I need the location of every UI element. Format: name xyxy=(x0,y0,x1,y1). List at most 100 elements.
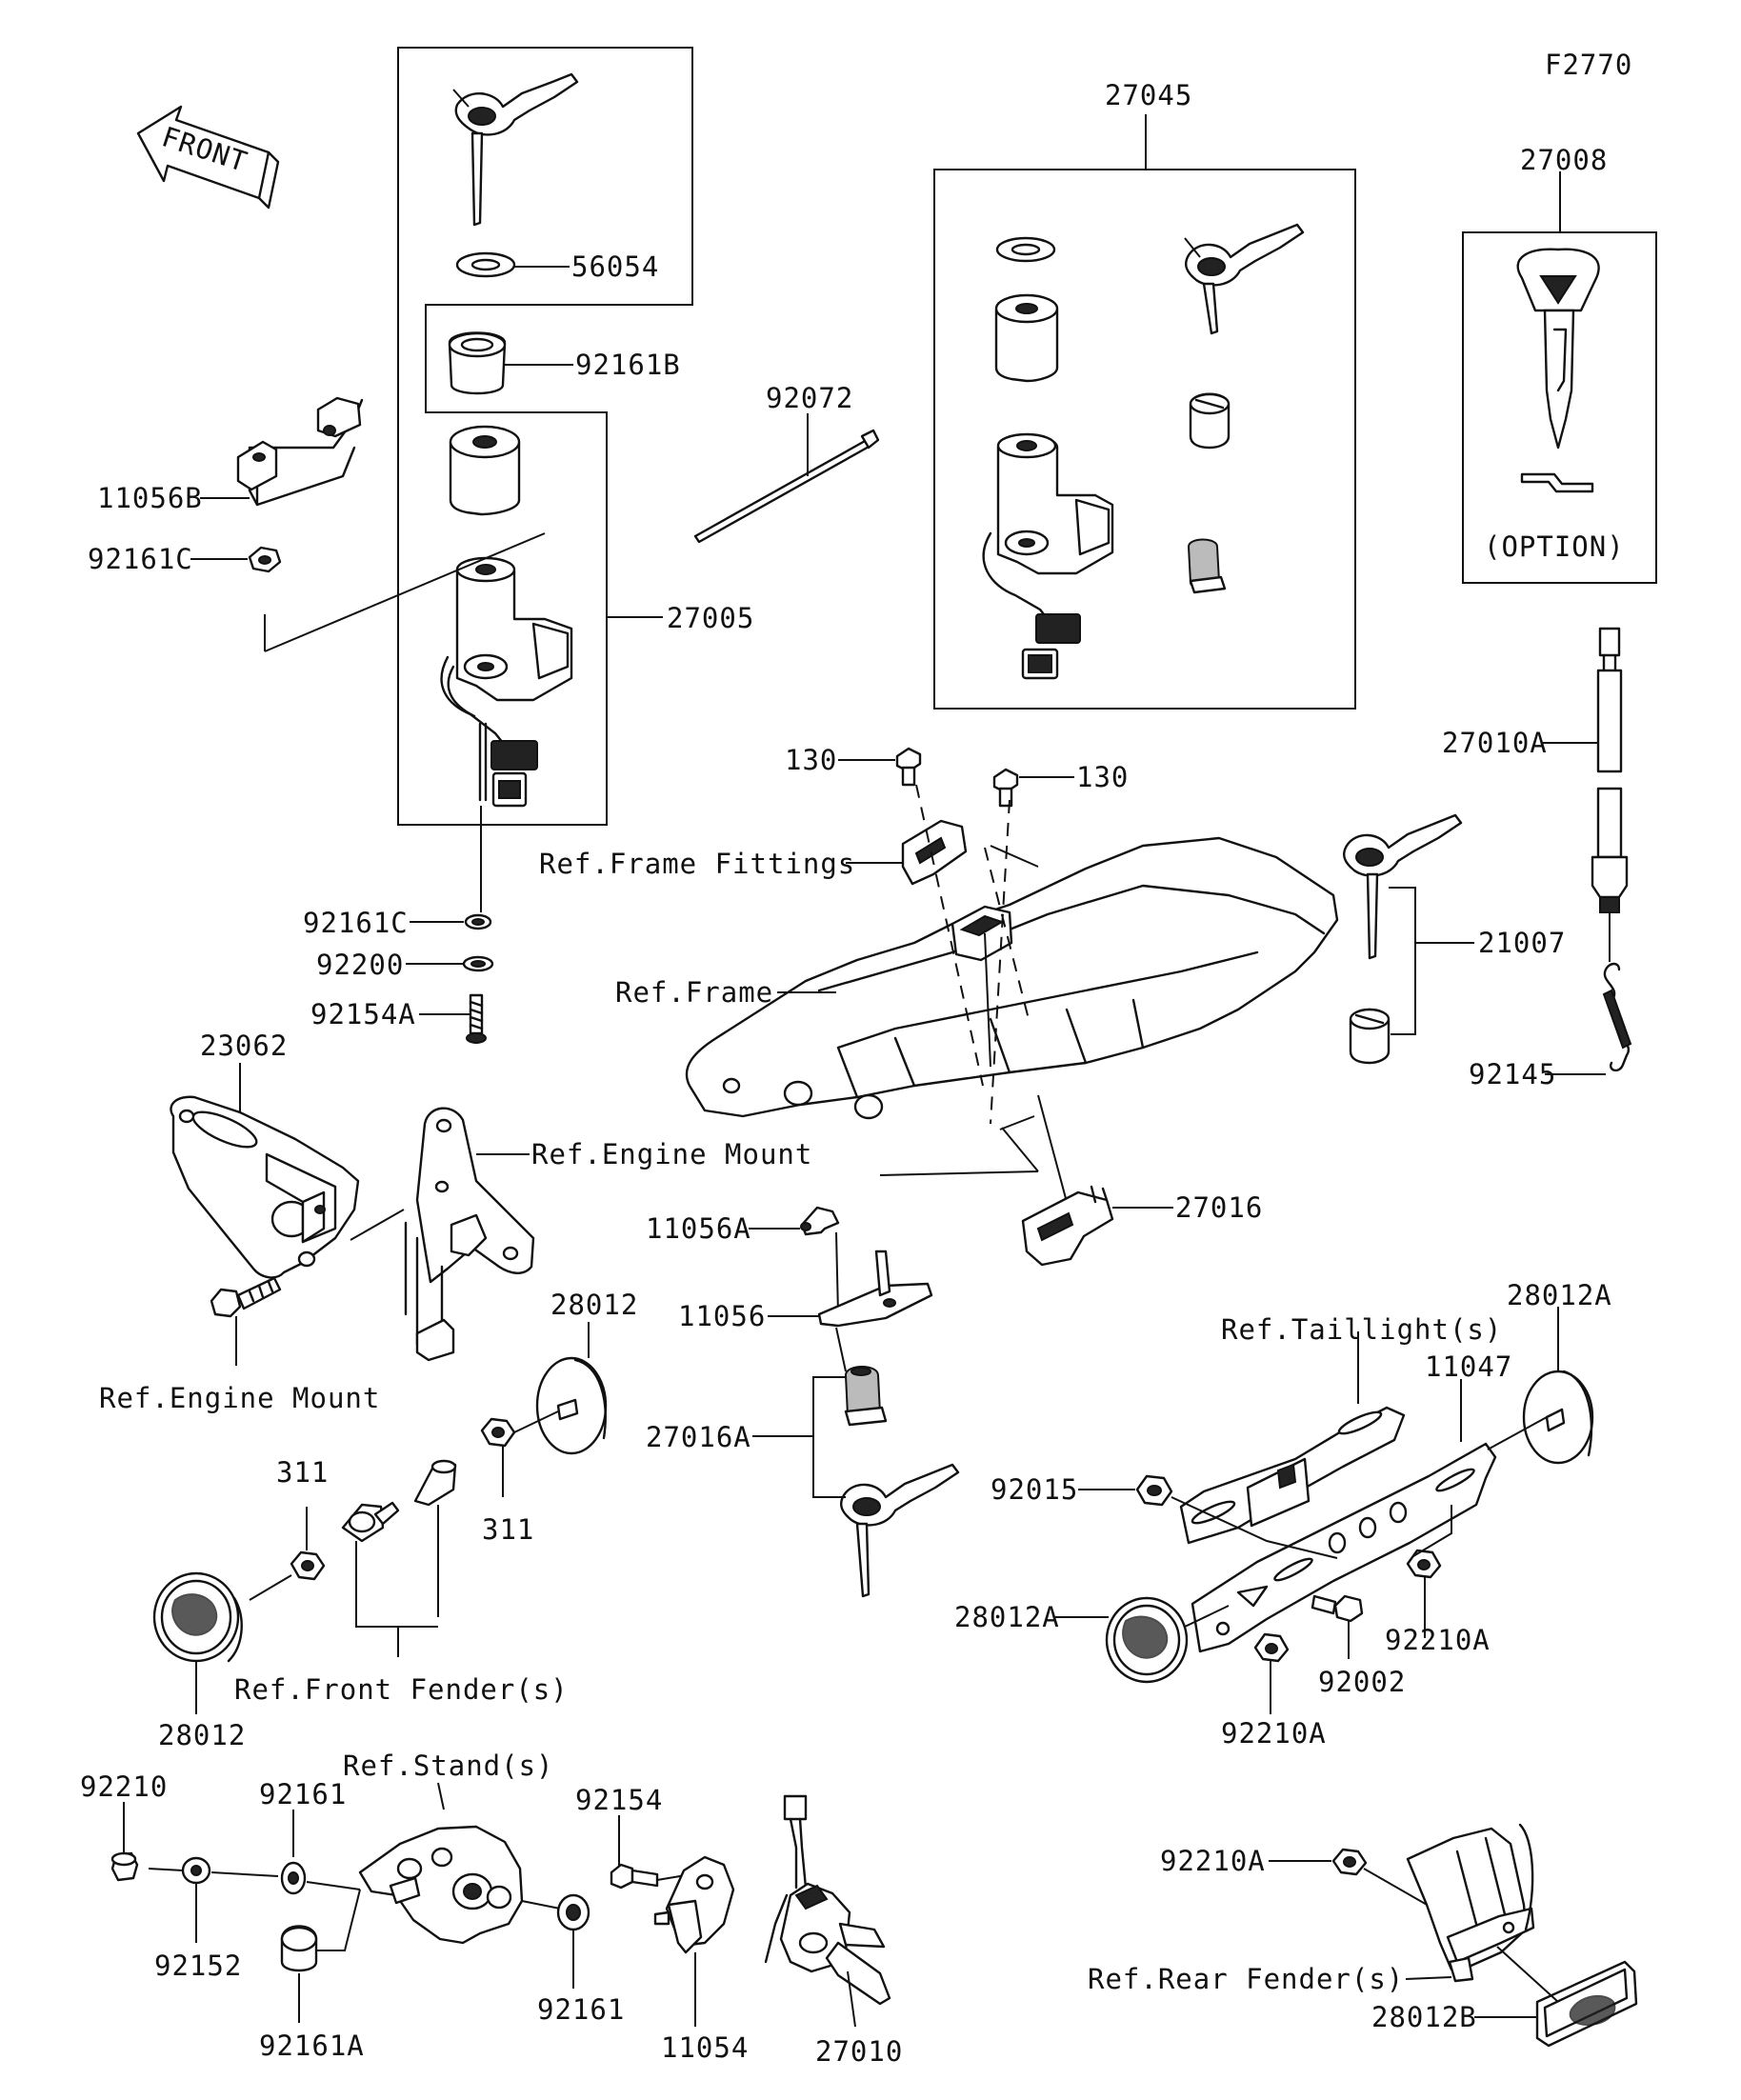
lock-27016a-icon xyxy=(844,1366,888,1427)
label-92210A-mid: 92210A xyxy=(1385,1624,1491,1656)
sensor-27010a-icon xyxy=(1591,627,1629,962)
frame-fitting-icon xyxy=(901,819,968,886)
label-92210: 92210 xyxy=(80,1770,168,1803)
label-311-left: 311 xyxy=(276,1456,329,1489)
engine-mount-icon xyxy=(404,1107,535,1362)
rear-fender-icon xyxy=(1406,1823,1535,1983)
frame-icon xyxy=(685,836,1339,1120)
bracket-23062-icon xyxy=(170,1095,360,1279)
label-92210A-rear: 92210A xyxy=(1160,1845,1266,1877)
label-92161C-bottom: 92161C xyxy=(303,907,409,939)
reflector-28012a-right-icon xyxy=(1522,1370,1594,1465)
reflector-28012-bottom-icon xyxy=(152,1571,243,1663)
washer-92161-right-icon xyxy=(556,1893,590,1931)
bracket-27016-icon xyxy=(1021,1185,1114,1267)
ref-rear-fenders: Ref.Rear Fender(s) xyxy=(1088,1963,1404,1995)
lock-cylinder-cap-icon xyxy=(449,425,521,516)
washer-92200-icon xyxy=(462,955,494,972)
option-label: (OPTION) xyxy=(1484,530,1625,563)
bolt-engine-mount-icon xyxy=(210,1276,282,1318)
washer-56054-icon xyxy=(455,251,516,278)
ref-engine-mount-upper: Ref.Engine Mount xyxy=(531,1138,812,1170)
cap-92161a-icon xyxy=(280,1925,318,1972)
label-27010A: 27010A xyxy=(1442,727,1548,759)
label-92161A: 92161A xyxy=(259,2030,365,2062)
ref-front-fenders: Ref.Front Fender(s) xyxy=(234,1673,569,1706)
nut-311-left-icon xyxy=(290,1550,326,1581)
label-11056B: 11056B xyxy=(97,482,203,514)
label-130-left: 130 xyxy=(785,744,837,776)
label-28012B: 28012B xyxy=(1371,2001,1477,2033)
key-21007-icon xyxy=(1343,813,1463,1065)
label-27005: 27005 xyxy=(667,602,754,634)
option-key-icon xyxy=(1516,248,1600,493)
label-92015: 92015 xyxy=(991,1473,1078,1506)
label-11056: 11056 xyxy=(678,1300,766,1332)
washer-92161c-top-icon xyxy=(248,546,282,573)
reflector-28012a-left-icon xyxy=(1105,1596,1189,1684)
label-27045: 27045 xyxy=(1105,79,1192,111)
label-92200: 92200 xyxy=(316,949,404,981)
label-92152: 92152 xyxy=(154,1950,242,1982)
kit-27045-parts-icon xyxy=(982,223,1305,680)
label-21007: 21007 xyxy=(1478,927,1566,959)
label-92210A-low: 92210A xyxy=(1221,1717,1327,1750)
label-92154: 92154 xyxy=(575,1784,663,1816)
label-27008: 27008 xyxy=(1520,144,1608,176)
label-311-right: 311 xyxy=(482,1513,534,1546)
bolt-92154-icon xyxy=(610,1863,659,1890)
bolt-130-right-icon xyxy=(992,768,1019,808)
label-92161-right: 92161 xyxy=(537,1993,625,2026)
reflector-28012b-icon xyxy=(1535,1960,1638,2048)
washer-92161c-bottom-icon xyxy=(464,913,492,930)
nut-92210a-low-icon xyxy=(1253,1632,1290,1663)
taillight-bracket-icon xyxy=(1179,1406,1406,1545)
clip-11056a-icon xyxy=(800,1206,840,1236)
ref-stands: Ref.Stand(s) xyxy=(343,1750,554,1782)
label-92161-left: 92161 xyxy=(259,1778,347,1810)
bushing-92152-icon xyxy=(181,1856,211,1885)
label-28012A-right: 28012A xyxy=(1507,1279,1612,1311)
sidestand-switch-27010-icon xyxy=(764,1794,891,2006)
bolt-92002-icon xyxy=(1311,1594,1364,1623)
label-92002: 92002 xyxy=(1318,1666,1406,1698)
reflector-28012-top-icon xyxy=(535,1356,608,1455)
ignition-key-icon xyxy=(452,72,579,227)
license-bracket-11047-icon xyxy=(1191,1442,1497,1653)
label-56054: 56054 xyxy=(571,250,659,283)
label-28012A-left: 28012A xyxy=(954,1601,1060,1633)
label-27010: 27010 xyxy=(815,2035,903,2068)
label-130-right: 130 xyxy=(1076,761,1129,793)
ignition-switch-body-icon xyxy=(440,556,573,808)
kit-box-27005 xyxy=(397,47,693,826)
label-11047: 11047 xyxy=(1425,1350,1512,1383)
label-27016A: 27016A xyxy=(646,1421,751,1453)
label-23062: 23062 xyxy=(200,1030,288,1062)
label-92154A: 92154A xyxy=(310,998,416,1030)
switch-holder-11054-icon xyxy=(653,1855,735,1954)
label-92072: 92072 xyxy=(766,382,853,414)
cable-tie-92072-icon xyxy=(693,429,880,544)
bolt-92154a-icon xyxy=(466,993,487,1044)
front-arrow-icon: FRONT xyxy=(136,105,280,210)
bracket-11056-icon xyxy=(817,1250,933,1328)
label-92145: 92145 xyxy=(1469,1058,1556,1090)
nut-92210a-mid-icon xyxy=(1406,1549,1442,1579)
nut-92015-icon xyxy=(1135,1474,1173,1507)
label-11056A: 11056A xyxy=(646,1212,751,1245)
nut-92210a-rear-icon xyxy=(1331,1848,1368,1876)
label-28012-bottom: 28012 xyxy=(158,1719,246,1751)
collar-92161b-icon xyxy=(448,331,507,395)
ref-engine-mount-lower: Ref.Engine Mount xyxy=(99,1382,380,1414)
key-27016a-icon xyxy=(840,1463,960,1598)
ref-taillights: Ref.Taillight(s) xyxy=(1221,1313,1502,1346)
nut-92210-icon xyxy=(110,1851,139,1882)
label-92161B: 92161B xyxy=(575,349,681,381)
washer-92161-left-icon xyxy=(280,1861,307,1895)
bolt-130-left-icon xyxy=(895,747,922,787)
figure-code: F2770 xyxy=(1545,49,1632,81)
stand-bracket-icon xyxy=(358,1825,524,1945)
spring-92145-icon xyxy=(1602,962,1632,1072)
label-28012-top: 28012 xyxy=(550,1289,638,1321)
